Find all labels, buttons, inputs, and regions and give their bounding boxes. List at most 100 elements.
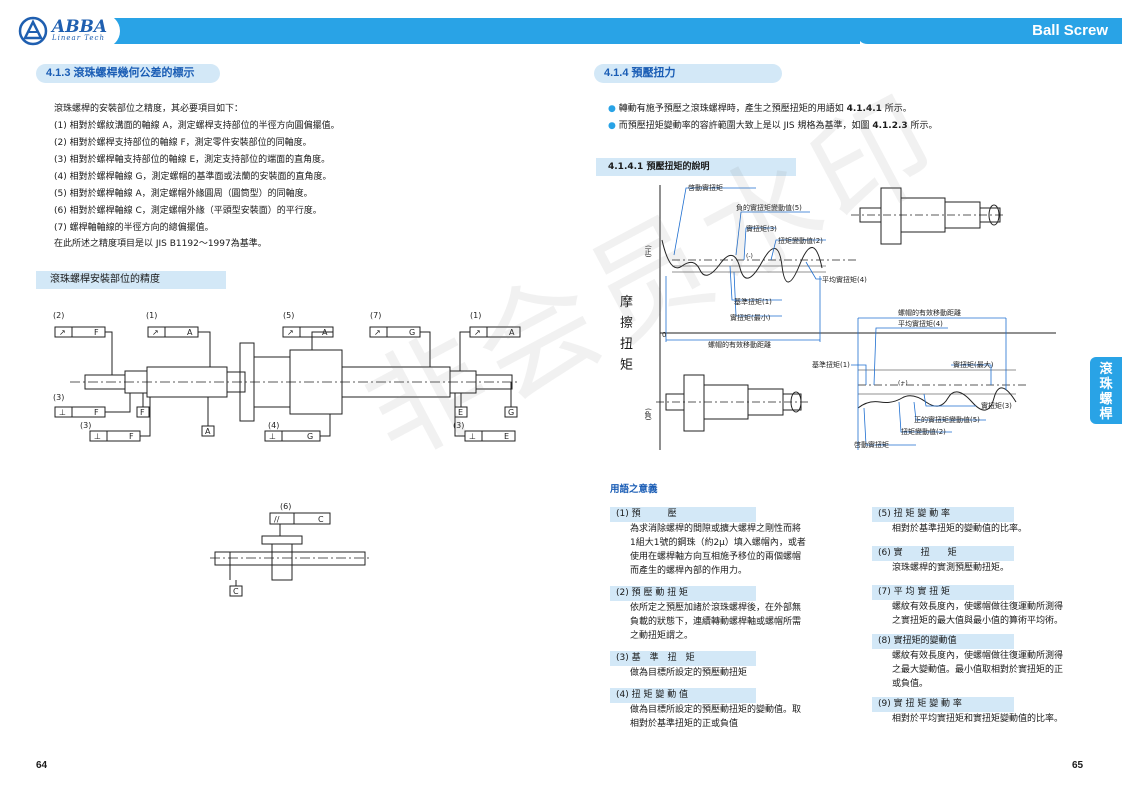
list-item: (6) 相對於螺桿軸線 C，測定螺帽外緣（平頭型安裝面）的平行度。 xyxy=(54,206,322,216)
term-body: 螺紋有效長度內，使螺帽做往復運動所測得之實扭矩的最大值與最小值的算術平均術。 xyxy=(892,602,1064,626)
graph-label: 平均實扭矩(4) xyxy=(898,319,943,328)
graph-label: 啓動實扭矩 xyxy=(688,183,723,192)
parallelism-diagram: (6) // C C xyxy=(210,502,370,597)
term-body: 相對於基準扭矩的變動值的比率。 xyxy=(892,524,1028,534)
diagram-heading: 滾珠螺桿安裝部位的精度 xyxy=(36,271,226,289)
datum-letter: A xyxy=(509,328,515,337)
diagram-label: (3) xyxy=(453,421,464,430)
bullet-item: ● 轉動有施予預壓之滾珠螺桿時，產生之預壓扭矩的用語如 4.1.4.1 所示。 xyxy=(608,104,912,114)
left-footer-line: 在此所述之精度項目是以 JIS B1192～1997為基準。 xyxy=(54,239,267,249)
list-item: (5) 相對於螺桿軸線 A，測定螺帽外緣圓周（圓筒型）的同軸度。 xyxy=(54,189,313,199)
diagram-label: (1) xyxy=(146,311,157,320)
svg-text://: // xyxy=(274,515,280,524)
datum-letter: C xyxy=(318,515,324,524)
term-body: 做為目標所設定的預壓動扭矩的變動值。取相對於基準扭矩的正或負值 xyxy=(630,705,802,729)
diagram-label: (3) xyxy=(80,421,91,430)
list-item: (2) 相對於螺桿支持部位的軸線 F，測定零件安裝部位的同軸度。 xyxy=(54,138,312,148)
datum-letter: G xyxy=(508,408,514,417)
left-section-title: 4.1.3 滾珠螺桿幾何公差的標示 xyxy=(36,64,220,83)
term-body: 相對於平均實扭矩和實扭矩變動值的比率。 xyxy=(892,714,1064,724)
graph-label: 扭矩變動值(2) xyxy=(778,236,823,245)
term-label: (3) 基 準 扭 矩 xyxy=(610,651,756,666)
page-number-right: 65 xyxy=(1072,760,1084,771)
datum-letter: E xyxy=(504,432,509,441)
graph-label: 實扭矩(3) xyxy=(746,224,777,233)
graph-label: 螺帽的有效移動距離 xyxy=(898,308,961,317)
header-bar xyxy=(0,18,1122,44)
svg-text:⊥: ⊥ xyxy=(94,432,101,441)
term-label: (7) 平 均 實 扭 矩 xyxy=(872,585,1014,600)
left-items-list: (1) 相對於螺紋溝面的軸線 A，測定螺桿支持部位的半徑方向圓偏擺值。 (2) … xyxy=(54,118,340,237)
graph-label: 實扭矩(3) xyxy=(981,401,1012,410)
svg-text:⊥: ⊥ xyxy=(469,432,476,441)
terms-heading: 用語之意義 xyxy=(610,484,658,495)
preload-torque-graph: 啓動實扭矩 負的實扭矩變動值(5) 實扭矩(3) 扭矩變動值(2) 平均實扭矩(… xyxy=(644,183,1056,450)
list-item: (7) 螺桿軸軸線的半徑方向的總偏擺值。 xyxy=(54,223,214,233)
term-body: 滾珠螺桿的實測預壓動扭矩。 xyxy=(892,563,1010,573)
term-body: 螺紋有效長度內，使螺帽做往復運動所測得之最大變動值。最小值取相對於實扭矩的正或負… xyxy=(892,651,1064,689)
torque-subheading: 4.1.4.1 預壓扭矩的說明 xyxy=(596,158,796,176)
svg-text:↗: ↗ xyxy=(287,328,294,337)
graph-negative-label: (負) xyxy=(644,408,652,421)
svg-text:↗: ↗ xyxy=(152,328,159,337)
diagram-label: (7) xyxy=(370,311,381,320)
diagram-label: (1) xyxy=(470,311,481,320)
datum-letter: A xyxy=(187,328,193,337)
brand-title: Ball Screw xyxy=(1032,22,1108,39)
logo-subtext: Linear Tech xyxy=(52,34,105,42)
left-intro: 滾珠螺桿的安裝部位之精度，其必要項目如下： xyxy=(54,104,244,114)
svg-text:⊥: ⊥ xyxy=(59,408,66,417)
graph-label: 負的實扭矩變動值(5) xyxy=(736,203,802,212)
datum-letter: G xyxy=(307,432,313,441)
diagram-label: (2) xyxy=(53,311,64,320)
graph-zero: 0 xyxy=(662,331,666,339)
term-label: (2) 預 壓 動 扭 矩 xyxy=(610,586,756,601)
diagram-label: (4) xyxy=(268,421,279,430)
datum-letter: F xyxy=(129,432,134,441)
datum-letter: F xyxy=(94,328,99,337)
terms-column-right: (5) 扭 矩 變 動 率 相對於基準扭矩的變動值的比率。 (6) 實 扭 矩 … xyxy=(872,507,1086,726)
graph-label: 實扭矩(最小) xyxy=(730,313,771,322)
term-label: (4) 扭 矩 變 動 值 xyxy=(610,688,756,703)
graph-label: 實扭矩(最大) xyxy=(953,360,994,369)
graph-positive-label: (正) xyxy=(644,245,652,258)
datum-letter: F xyxy=(94,408,99,417)
graph-plus: (+) xyxy=(898,380,908,387)
svg-text:↗: ↗ xyxy=(374,328,381,337)
side-tab: 滾珠螺桿 xyxy=(1090,357,1122,424)
list-item: (3) 相對於螺桿軸支持部位的軸線 E，測定支持部位的端面的直角度。 xyxy=(54,155,331,165)
tolerance-diagram: (2) (1) (5) (7) (1) (3) (3) (4) (3) F A … xyxy=(53,311,521,442)
datum-letter: G xyxy=(409,328,415,337)
datum-letter: E xyxy=(458,408,463,417)
graph-label: 基準扭矩(1) xyxy=(812,360,850,369)
graph-label: 基準扭矩(1) xyxy=(734,297,772,306)
logo: ABBA Linear Tech xyxy=(18,14,107,48)
graph-label: 螺帽的有效移動距離 xyxy=(708,340,771,349)
svg-text:⊥: ⊥ xyxy=(269,432,276,441)
datum-letter: C xyxy=(233,587,239,596)
term-body: 做為目標所設定的預壓動扭矩 xyxy=(630,668,748,678)
svg-text:↗: ↗ xyxy=(59,328,66,337)
term-body: 依所定之預壓加諸於滾珠螺桿後，在外部無負載的狀態下，連續轉動螺桿軸或螺帽所需之動… xyxy=(630,603,802,641)
term-label: (1) 預 壓 xyxy=(610,507,756,522)
logo-icon xyxy=(18,16,48,46)
term-label: (9) 實 扭 矩 變 動 率 xyxy=(872,697,1014,712)
bullet-item: ● 而預壓扭矩變動率的容許範圍大致上是以 JIS 規格為基準，如圖 4.1.2.… xyxy=(608,121,938,131)
graph-label: 扭矩變動值(2) xyxy=(901,427,946,436)
graph-label: 平均實扭矩(4) xyxy=(822,275,867,284)
diagram-label: (3) xyxy=(53,393,64,402)
graph-label: 啓動實扭矩 xyxy=(854,440,889,449)
graph-minus: (-) xyxy=(746,253,753,260)
list-item: (1) 相對於螺紋溝面的軸線 A，測定螺桿支持部位的半徑方向圓偏擺值。 xyxy=(54,121,340,131)
graph-y-axis-label: 摩 擦 扭 矩 xyxy=(620,295,634,373)
diagram-label: (5) xyxy=(283,311,294,320)
logo-text: ABBA xyxy=(52,17,108,37)
svg-text:↗: ↗ xyxy=(474,328,481,337)
list-item: (4) 相對於螺桿軸線 G，測定螺帽的基準面或法蘭的安裝面的直角度。 xyxy=(54,172,332,182)
diagram-label: (6) xyxy=(280,502,291,511)
datum-letter: A xyxy=(322,328,328,337)
term-label: (6) 實 扭 矩 xyxy=(872,546,1014,561)
page-number-left: 64 xyxy=(36,760,48,771)
